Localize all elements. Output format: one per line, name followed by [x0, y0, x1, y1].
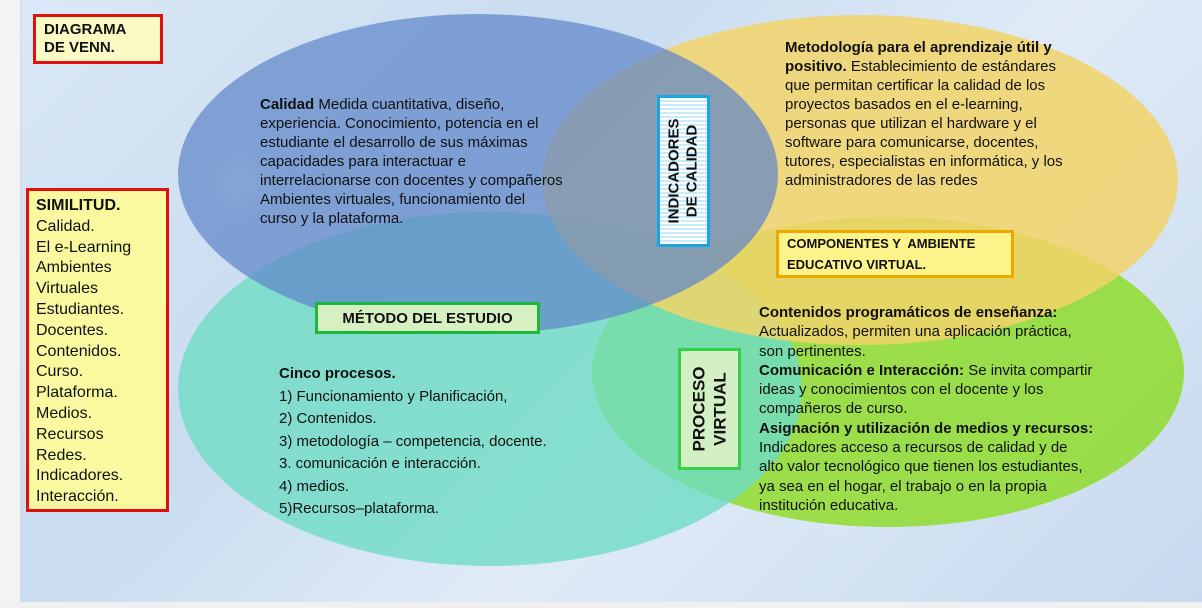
list-item: Ambientes — [36, 259, 112, 277]
left-margin-strip — [0, 0, 21, 608]
list-item: Curso. — [36, 363, 84, 381]
list-item: 3) metodología – competencia, docente. — [279, 432, 547, 450]
metodo-text: MÉTODO DEL ESTUDIO — [342, 309, 513, 327]
cinco-procesos-text: Cinco procesos. 1) Funcionamiento y Plan… — [279, 363, 609, 521]
contenidos-body-2: Se invita compartir ideas y conocimiento… — [759, 361, 1093, 418]
cinco-procesos-heading: Cinco procesos. — [279, 365, 396, 382]
componentes-label: COMPONENTES Y AMBIENTE EDUCATIVO VIRTUAL… — [776, 230, 1014, 278]
metodo-label: MÉTODO DEL ESTUDIO — [315, 302, 540, 334]
contenidos-bold-3: Asignación y utilización de medios y rec… — [759, 419, 1094, 437]
bottom-margin-strip — [0, 602, 1202, 608]
metodologia-text: Metodología para el aprendizaje útil y p… — [785, 38, 1065, 190]
proceso-label: PROCESO VIRTUAL — [678, 348, 741, 470]
similitud-box: SIMILITUD. Calidad. El e-Learning Ambien… — [26, 188, 169, 512]
circle-blue — [178, 14, 778, 334]
similitud-heading: SIMILITUD. — [36, 197, 121, 214]
calidad-text: Calidad Medida cuantitativa, diseño, exp… — [260, 95, 565, 228]
indicadores-label: INDICADORES DE CALIDAD — [657, 95, 710, 247]
list-item: Indicadores. — [36, 467, 124, 485]
title-box: DIAGRAMA DE VENN. — [33, 14, 163, 64]
list-item: 2) Contenidos. — [279, 410, 377, 427]
contenidos-bold-1: Contenidos programáticos de enseñanza: — [759, 304, 1058, 321]
list-item: Plataforma. — [36, 384, 118, 402]
list-item: El e-Learning — [36, 238, 132, 256]
list-item: Redes. — [36, 446, 87, 464]
contenidos-text: Contenidos programáticos de enseñanza: A… — [759, 303, 1094, 515]
calidad-body: Medida cuantitativa, diseño, experiencia… — [260, 96, 563, 227]
list-item: Estudiantes. — [36, 300, 125, 318]
contenidos-bold-2: Comunicación e Interacción: — [759, 361, 965, 379]
contenidos-body-3: Indicadores acceso a recursos de calidad… — [759, 439, 1083, 514]
list-item: Calidad. — [36, 217, 95, 235]
metodologia-bold: Metodología para el aprendizaje útil y p… — [785, 39, 1052, 75]
similitud-list: Calidad. El e-Learning Ambientes Virtual… — [36, 217, 166, 508]
list-item: Virtuales — [36, 280, 98, 298]
list-item: Recursos — [36, 425, 104, 443]
list-item: Medios. — [36, 404, 93, 422]
componentes-text: COMPONENTES Y AMBIENTE EDUCATIVO VIRTUAL… — [787, 236, 976, 272]
contenidos-body-1: Actualizados, permiten una aplicación pr… — [759, 323, 1072, 360]
calidad-bold: Calidad — [260, 96, 315, 113]
list-item: 3. comunicación e interacción. — [279, 455, 481, 472]
list-item: Contenidos. — [36, 342, 122, 360]
list-item: 5)Recursos–plataforma. — [279, 500, 440, 517]
title-text: DIAGRAMA DE VENN. — [44, 21, 127, 56]
list-item: 1) Funcionamiento y Planificación, — [279, 387, 508, 405]
list-item: Interacción. — [36, 488, 119, 506]
list-item: Docentes. — [36, 321, 109, 339]
indicadores-text: INDICADORES DE CALIDAD — [665, 118, 701, 224]
metodologia-body: Establecimiento de estándares que permit… — [785, 58, 1063, 189]
list-item: 4) medios. — [279, 477, 350, 495]
proceso-text: PROCESO VIRTUAL — [689, 366, 730, 452]
